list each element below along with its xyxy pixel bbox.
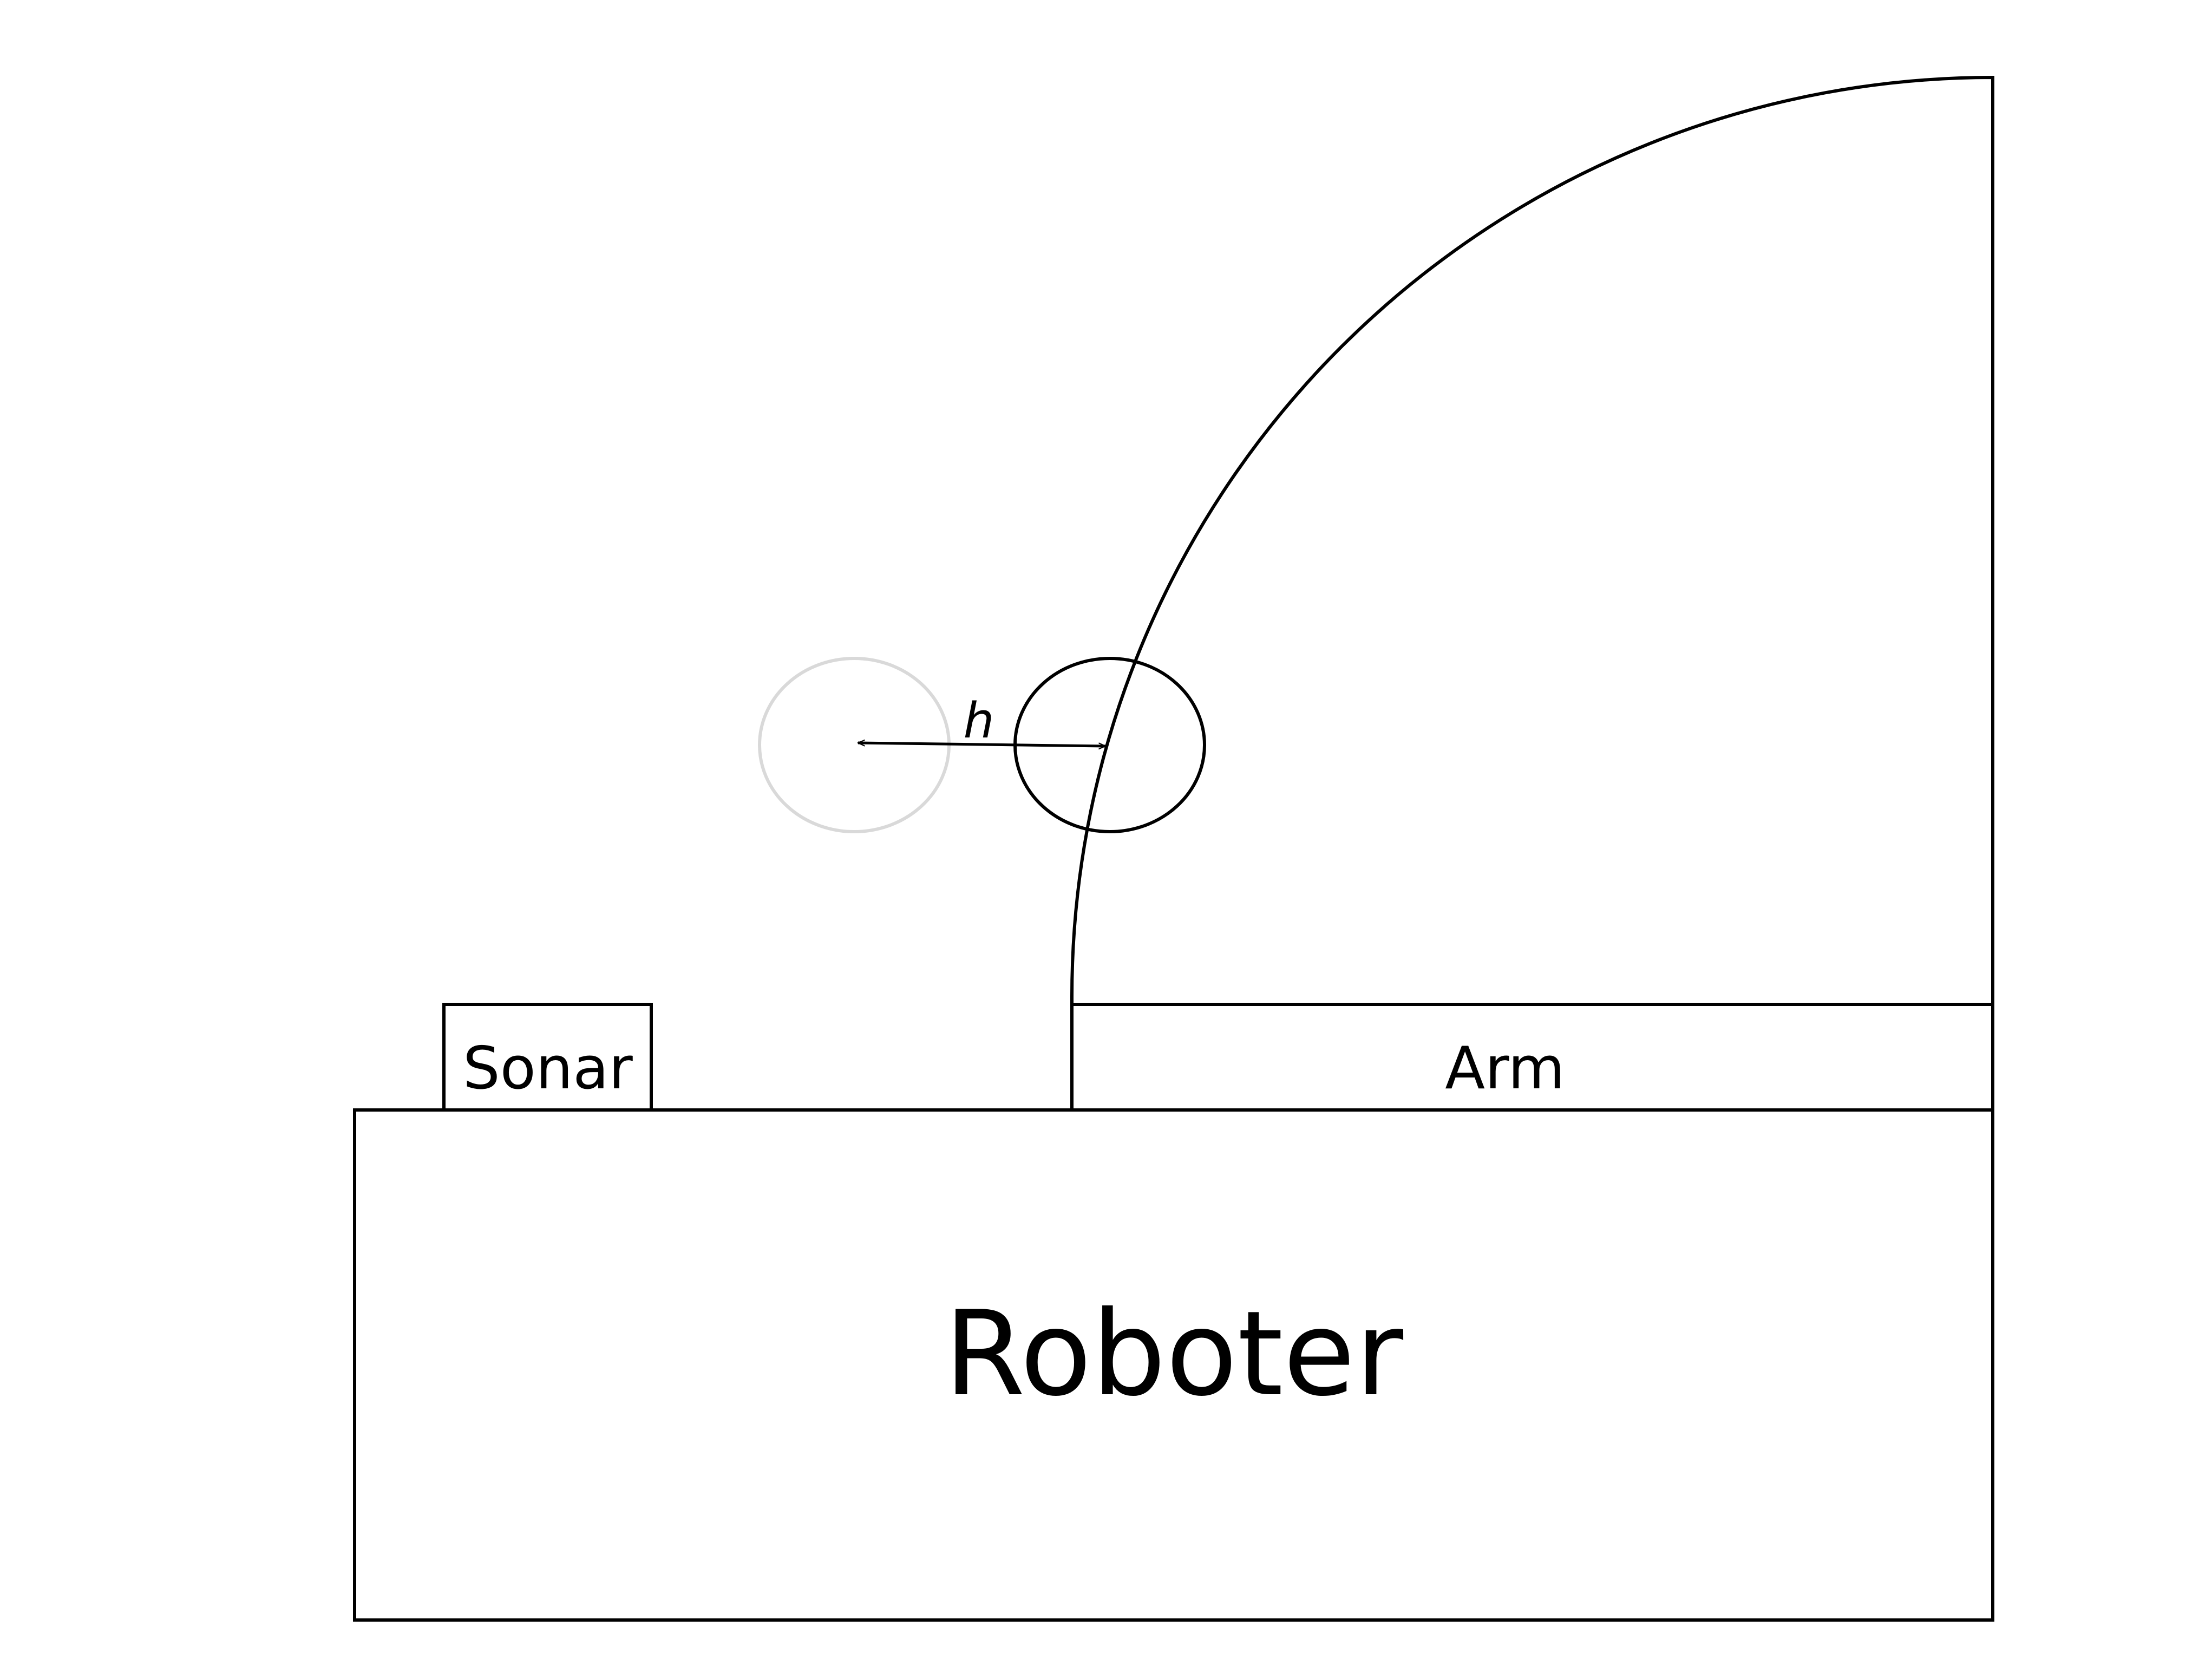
sonar-label: Sonar [463, 1035, 633, 1102]
distance-arrow [858, 743, 1105, 746]
robot-label: Roboter [944, 1286, 1403, 1422]
sonar-box [442, 1003, 653, 1112]
distance-label-h: h [963, 693, 994, 749]
arm-label: Arm [1445, 1035, 1565, 1102]
arm-box [1070, 1003, 1994, 1112]
arm-reach-arc [1070, 75, 1994, 1004]
